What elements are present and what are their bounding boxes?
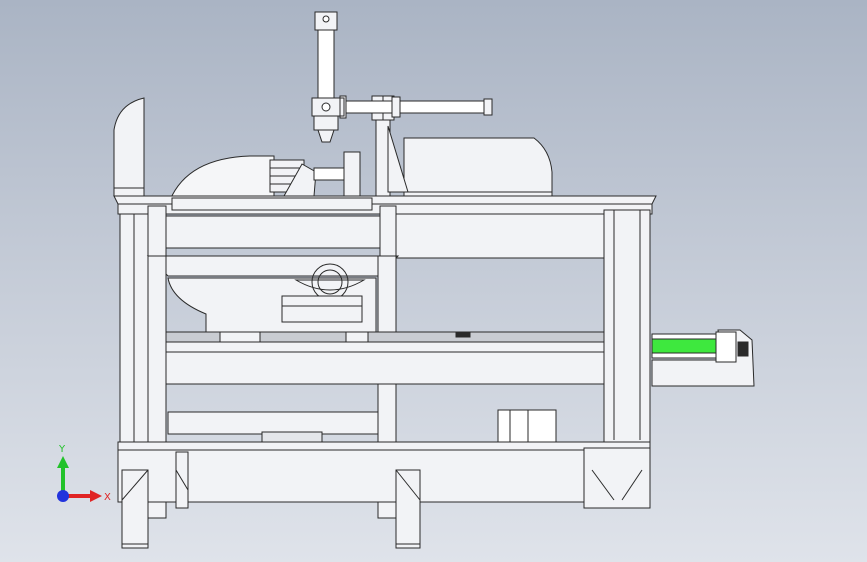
z-axis-origin bbox=[57, 490, 69, 502]
bottom-shelf[interactable] bbox=[167, 409, 557, 443]
base-frame[interactable] bbox=[117, 441, 651, 503]
upper-cross-beam[interactable] bbox=[395, 213, 605, 259]
frame-leg-left[interactable] bbox=[119, 213, 149, 471]
saw-blade[interactable] bbox=[169, 155, 275, 201]
frame-leg-right[interactable] bbox=[603, 209, 651, 475]
lower-motor[interactable] bbox=[167, 263, 377, 333]
coordinate-triad: Y X bbox=[57, 444, 111, 503]
motor-housing[interactable] bbox=[403, 137, 553, 199]
lower-longitudinal-beam[interactable] bbox=[165, 341, 605, 385]
vertical-spindle[interactable] bbox=[311, 11, 341, 143]
saw-guard-left[interactable] bbox=[113, 97, 145, 197]
cylinder-green-rod bbox=[651, 338, 719, 354]
horizontal-arm[interactable] bbox=[335, 95, 493, 119]
frame-feet[interactable] bbox=[121, 447, 651, 549]
y-axis-label: Y bbox=[58, 444, 66, 455]
slide-rail[interactable] bbox=[165, 331, 605, 343]
pneumatic-cylinder[interactable] bbox=[651, 329, 755, 387]
x-axis-label: X bbox=[104, 492, 111, 503]
clamp-assembly[interactable] bbox=[269, 151, 361, 199]
